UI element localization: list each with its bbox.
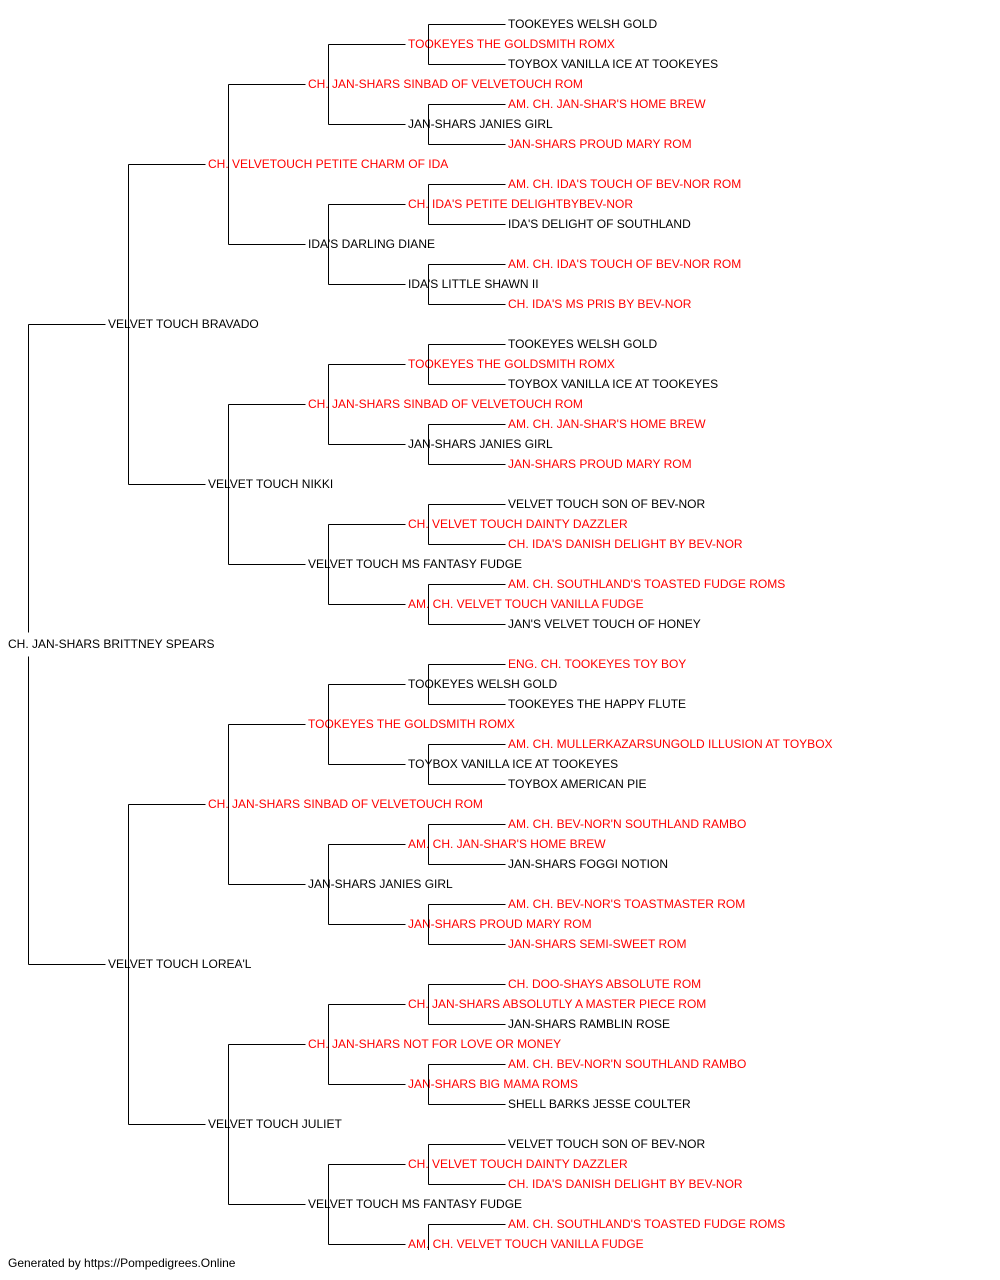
pedigree-entry-gen5: TOOKEYES THE HAPPY FLUTE [508,697,686,711]
pedigree-entry-gen5: TOOKEYES WELSH GOLD [508,17,657,31]
pedigree-entry-gen5: CH. DOO-SHAYS ABSOLUTE ROM [508,977,701,991]
pedigree-entry-gen3: JAN-SHARS JANIES GIRL [308,877,453,891]
pedigree-entry-gen5: TOYBOX VANILLA ICE AT TOOKEYES [508,377,718,391]
pedigree-entry-gen0: CH. JAN-SHARS BRITTNEY SPEARS [8,637,214,651]
pedigree-entry-gen5: AM. CH. IDA'S TOUCH OF BEV-NOR ROM [508,257,741,271]
pedigree-entry-gen5: CH. IDA'S DANISH DELIGHT BY BEV-NOR [508,537,743,551]
pedigree-entry-gen5: CH. IDA'S MS PRIS BY BEV-NOR [508,297,692,311]
pedigree-entry-gen5: ENG. CH. TOOKEYES TOY BOY [508,657,686,671]
pedigree-entry-gen4: AM. CH. JAN-SHAR'S HOME BREW [408,837,606,851]
pedigree-entry-gen1: VELVET TOUCH BRAVADO [108,317,259,331]
pedigree-entry-gen2: VELVET TOUCH JULIET [208,1117,342,1131]
pedigree-entry-gen2: CH. VELVETOUCH PETITE CHARM OF IDA [208,157,448,171]
pedigree-entry-gen4: JAN-SHARS JANIES GIRL [408,437,553,451]
pedigree-entry-gen4: TOOKEYES WELSH GOLD [408,677,557,691]
pedigree-entry-gen4: JAN-SHARS BIG MAMA ROMS [408,1077,578,1091]
pedigree-entry-gen5: AM. CH. SOUTHLAND'S TOASTED FUDGE ROMS [508,577,785,591]
pedigree-entry-gen5: AM. CH. JAN-SHAR'S HOME BREW [508,417,706,431]
pedigree-entry-gen5: TOYBOX AMERICAN PIE [508,777,646,791]
pedigree-entry-gen5: AM. CH. JAN-SHAR'S HOME BREW [508,97,706,111]
pedigree-entry-gen2: CH. JAN-SHARS SINBAD OF VELVETOUCH ROM [208,797,483,811]
pedigree-entry-gen5: SHELL BARKS JESSE COULTER [508,1097,691,1111]
pedigree-entry-gen4: IDA'S LITTLE SHAWN II [408,277,539,291]
pedigree-entry-gen5: JAN'S VELVET TOUCH OF HONEY [508,617,701,631]
pedigree-entry-gen5: AM. CH. BEV-NOR'N SOUTHLAND RAMBO [508,1057,746,1071]
pedigree-entry-gen3: VELVET TOUCH MS FANTASY FUDGE [308,557,522,571]
pedigree-entry-gen1: VELVET TOUCH LOREA'L [108,957,252,971]
pedigree-entry-gen5: JAN-SHARS SEMI-SWEET ROM [508,937,686,951]
pedigree-entry-gen5: JAN-SHARS RAMBLIN ROSE [508,1017,670,1031]
pedigree-entry-gen5: IDA'S DELIGHT OF SOUTHLAND [508,217,691,231]
pedigree-entry-gen5: TOOKEYES WELSH GOLD [508,337,657,351]
pedigree-entry-gen5: JAN-SHARS PROUD MARY ROM [508,457,692,471]
pedigree-entry-gen5: VELVET TOUCH SON OF BEV-NOR [508,497,705,511]
pedigree-entry-gen4: CH. JAN-SHARS ABSOLUTLY A MASTER PIECE R… [408,997,706,1011]
pedigree-entry-gen5: VELVET TOUCH SON OF BEV-NOR [508,1137,705,1151]
pedigree-entry-gen5: AM. CH. IDA'S TOUCH OF BEV-NOR ROM [508,177,741,191]
pedigree-entry-gen4: JAN-SHARS PROUD MARY ROM [408,917,592,931]
pedigree-entry-gen5: AM. CH. MULLERKAZARSUNGOLD ILLUSION AT T… [508,737,833,751]
pedigree-entry-gen2: VELVET TOUCH NIKKI [208,477,333,491]
pedigree-entry-gen5: AM. CH. SOUTHLAND'S TOASTED FUDGE ROMS [508,1217,785,1231]
pedigree-entry-gen3: IDA'S DARLING DIANE [308,237,435,251]
pedigree-entry-gen4: AM. CH. VELVET TOUCH VANILLA FUDGE [408,1237,644,1250]
pedigree-entry-gen3: TOOKEYES THE GOLDSMITH ROMX [308,717,515,731]
pedigree-entry-gen3: CH. JAN-SHARS SINBAD OF VELVETOUCH ROM [308,77,583,91]
pedigree-entry-gen5: AM. CH. BEV-NOR'S TOASTMASTER ROM [508,897,745,911]
pedigree-entry-gen3: VELVET TOUCH MS FANTASY FUDGE [308,1197,522,1211]
pedigree-entry-gen4: TOYBOX VANILLA ICE AT TOOKEYES [408,757,618,771]
pedigree-entry-gen5: CH. IDA'S DANISH DELIGHT BY BEV-NOR [508,1177,743,1191]
pedigree-entry-gen4: TOOKEYES THE GOLDSMITH ROMX [408,357,615,371]
pedigree-entry-gen4: TOOKEYES THE GOLDSMITH ROMX [408,37,615,51]
pedigree-tree: CH. JAN-SHARS BRITTNEY SPEARS VELVET TOUC… [8,17,833,1250]
pedigree-entry-gen5: AM. CH. BEV-NOR'N SOUTHLAND RAMBO [508,817,746,831]
footer-credit: Generated by https://Pompedigrees.Online [8,1256,236,1270]
pedigree-entry-gen4: AM. CH. VELVET TOUCH VANILLA FUDGE [408,597,644,611]
pedigree-entry-gen5: JAN-SHARS PROUD MARY ROM [508,137,692,151]
pedigree-entry-gen4: CH. VELVET TOUCH DAINTY DAZZLER [408,1157,628,1171]
pedigree-entry-gen4: CH. VELVET TOUCH DAINTY DAZZLER [408,517,628,531]
pedigree-entry-gen3: CH. JAN-SHARS NOT FOR LOVE OR MONEY [308,1037,561,1051]
pedigree-entry-gen5: JAN-SHARS FOGGI NOTION [508,857,668,871]
pedigree-entry-gen4: JAN-SHARS JANIES GIRL [408,117,553,131]
pedigree-entry-gen4: CH. IDA'S PETITE DELIGHTBYBEV-NOR [408,197,633,211]
pedigree-entry-gen5: TOYBOX VANILLA ICE AT TOOKEYES [508,57,718,71]
pedigree-entry-gen3: CH. JAN-SHARS SINBAD OF VELVETOUCH ROM [308,397,583,411]
